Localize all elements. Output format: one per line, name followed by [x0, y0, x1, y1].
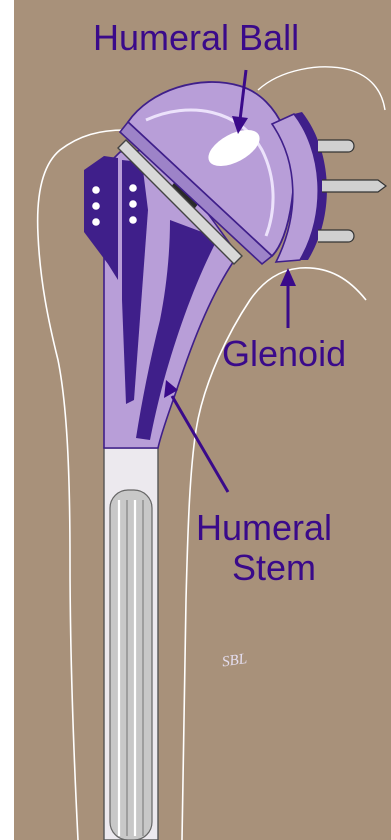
fin-hole-5: [129, 200, 137, 208]
label-glenoid: Glenoid: [222, 333, 346, 374]
fin-hole-2: [92, 202, 100, 210]
label-humeral-stem-line2: Stem: [232, 547, 316, 588]
fin-hole-3: [92, 218, 100, 226]
label-humeral-ball: Humeral Ball: [93, 17, 299, 58]
fin-hole-4: [129, 184, 137, 192]
fin-hole-1: [92, 186, 100, 194]
glenoid-peg-1: [318, 140, 354, 152]
glenoid-peg-2: [322, 180, 386, 192]
left-border-strip: [0, 0, 14, 840]
label-humeral-stem-line1: Humeral: [196, 507, 332, 548]
glenoid-peg-3: [318, 230, 354, 242]
stem-shaft-inner: [110, 490, 152, 840]
fin-hole-6: [129, 216, 137, 224]
